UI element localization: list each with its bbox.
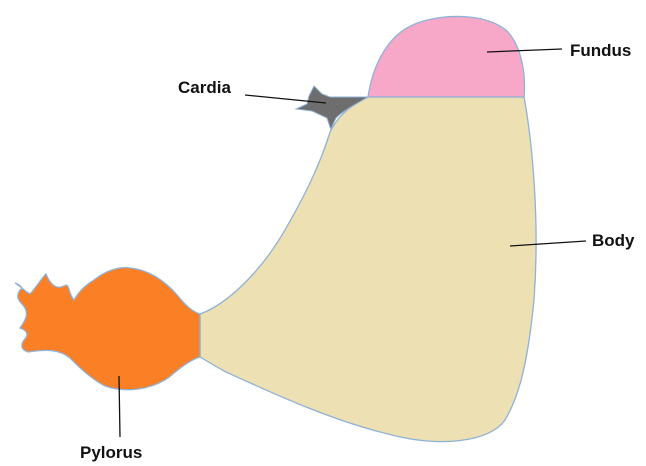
pylorus-label: Pylorus <box>80 444 142 461</box>
body-label: Body <box>592 232 635 249</box>
body-region <box>200 97 536 442</box>
fundus-label: Fundus <box>570 42 631 59</box>
fundus-region <box>368 16 524 97</box>
pylorus-region <box>15 268 200 390</box>
cardia-label: Cardia <box>178 79 231 96</box>
